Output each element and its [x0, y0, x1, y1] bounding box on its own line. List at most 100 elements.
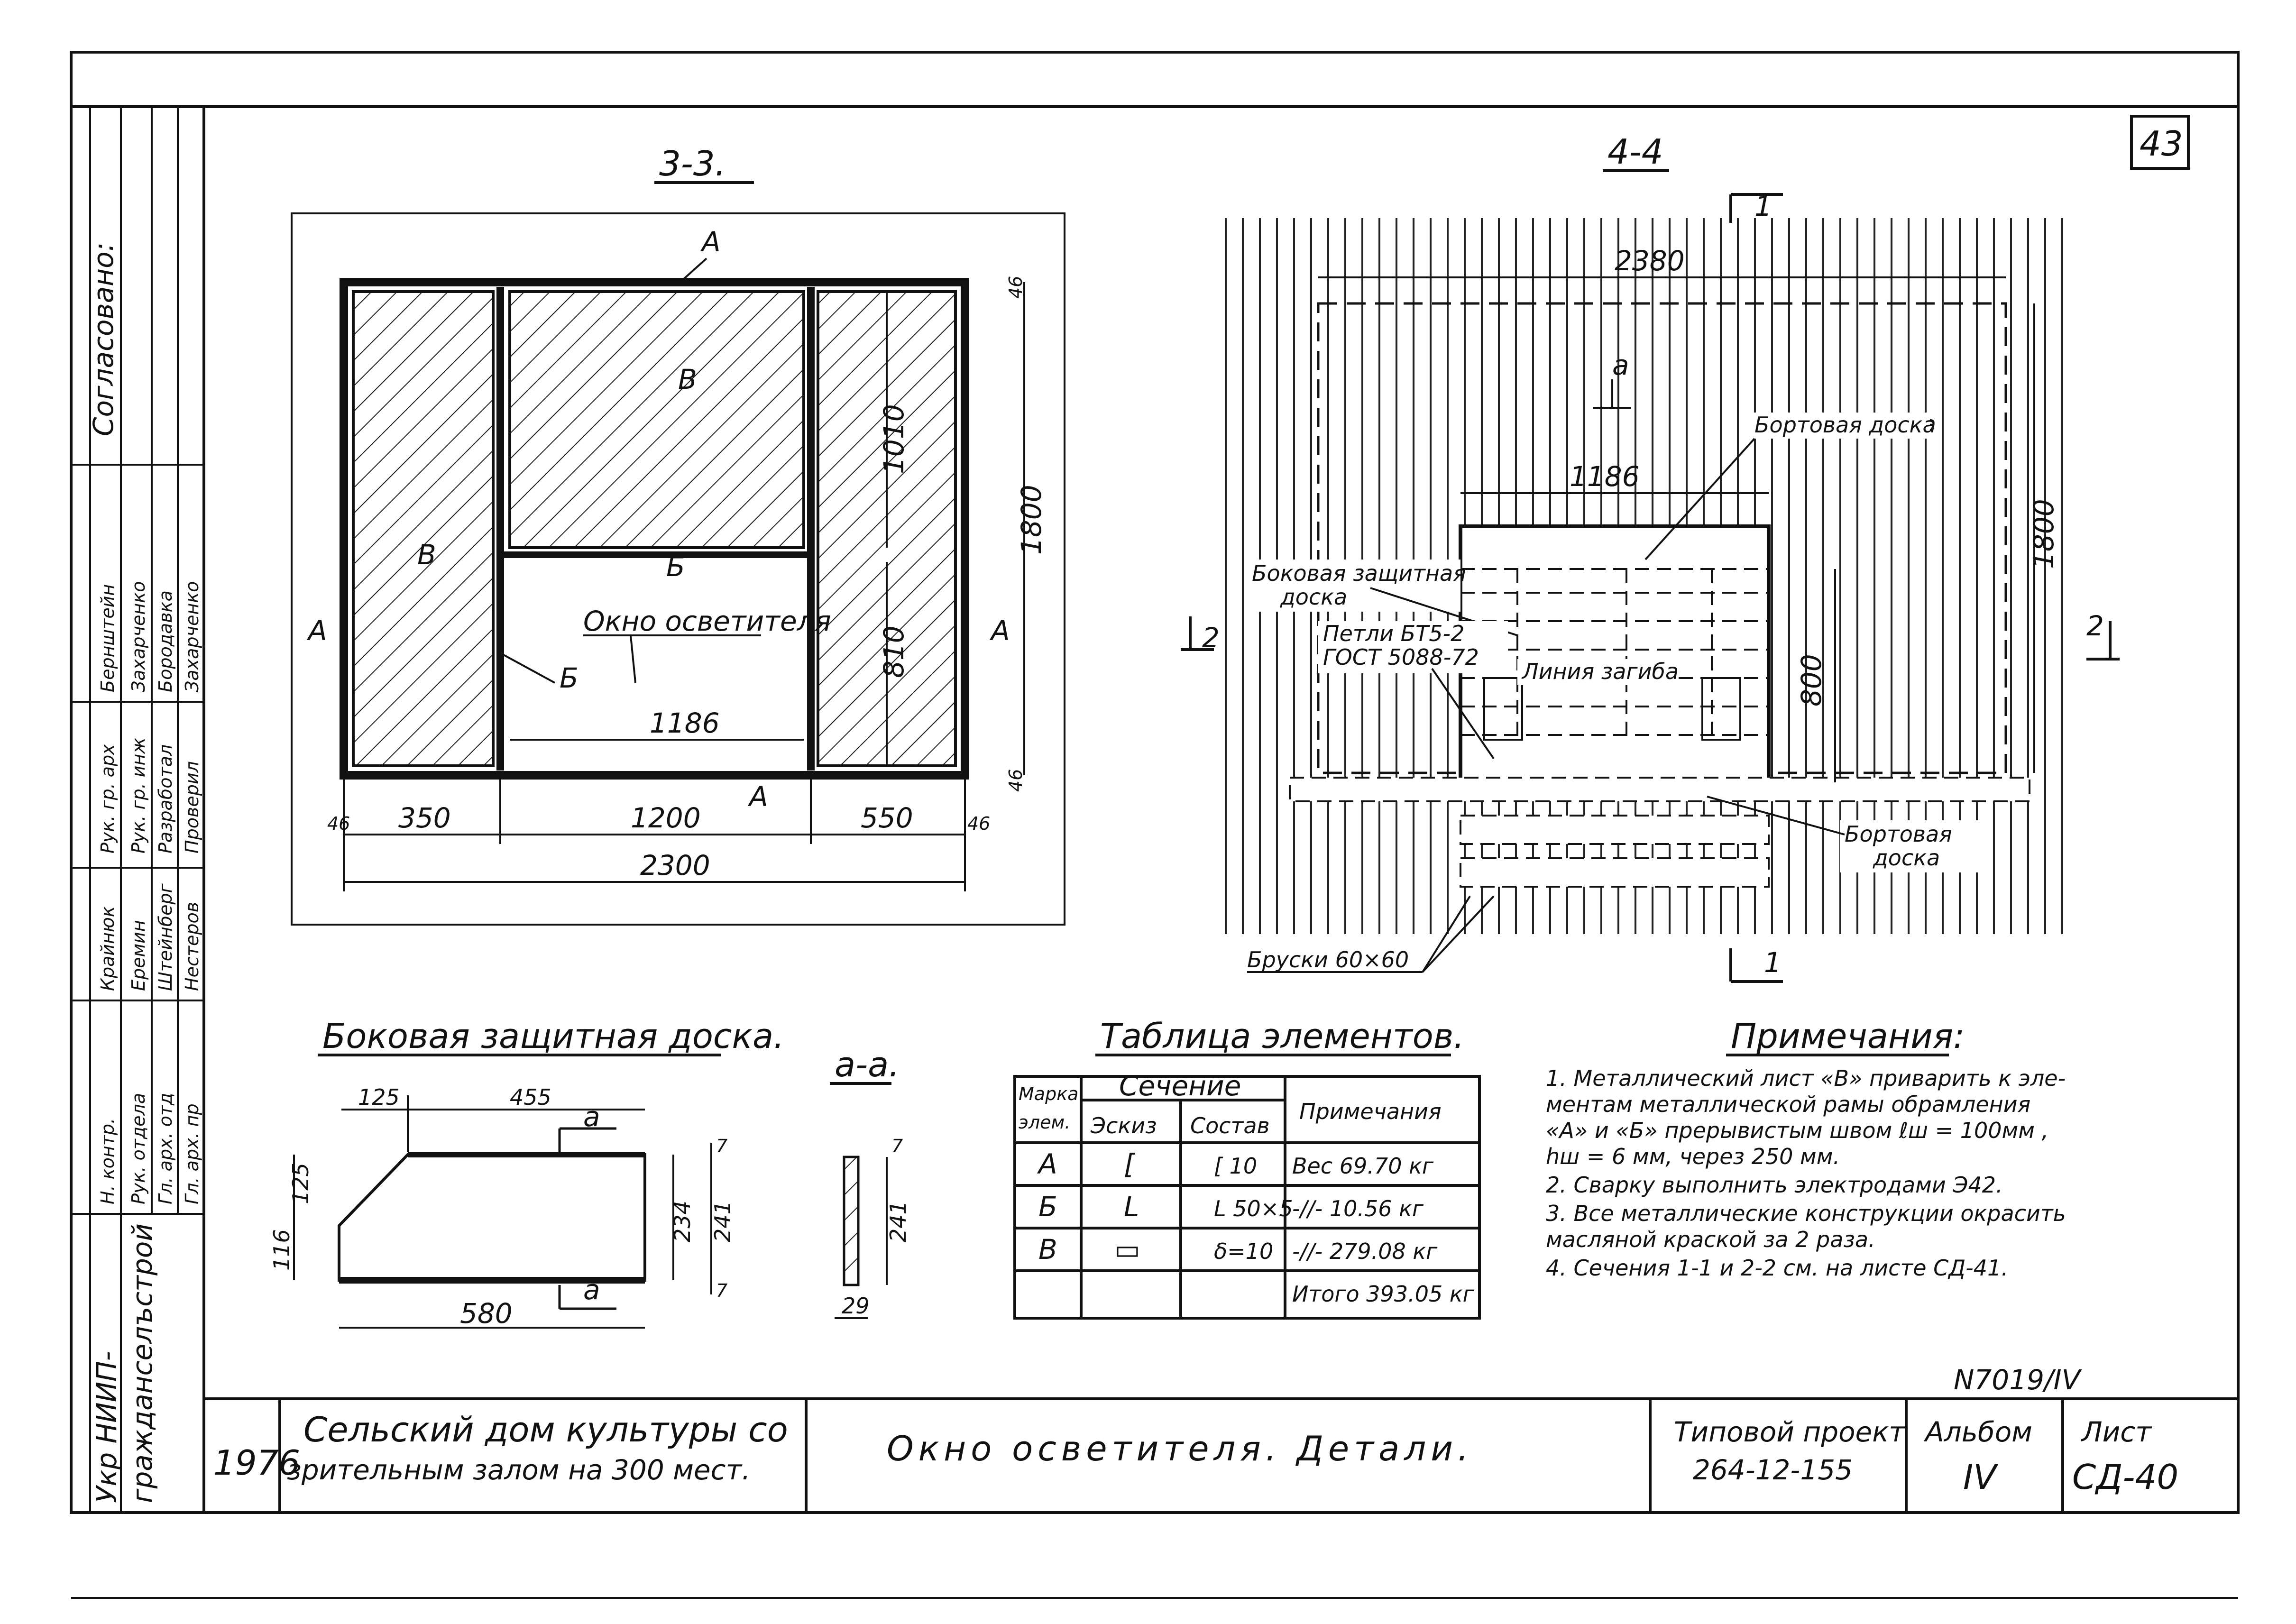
frame-mark-A-left: А [306, 615, 327, 647]
row-V-mark: В [1038, 1233, 1057, 1266]
cut-1-top: 1 [1754, 190, 1772, 222]
corner-number: 43 [2140, 124, 2183, 164]
stamp-role-3: Разработал [155, 744, 176, 853]
window-label: Окно осветителя [583, 605, 831, 637]
dim-1010: 1010 [878, 404, 910, 474]
notes: Примечания: 1. Металлический лист «В» пр… [1546, 1016, 2066, 1281]
sheet-value: СД-40 [2072, 1457, 2178, 1497]
sheet-label: Лист [2081, 1416, 2152, 1448]
dim-2300: 2300 [640, 849, 710, 881]
dim-350: 350 [398, 802, 451, 834]
sheet-frame [70, 51, 2240, 1599]
row-V-sketch: ▭ [1114, 1233, 1140, 1266]
dim-125-top: 125 [358, 1084, 400, 1110]
label-board-top-text: Бортовая доска [1754, 412, 1936, 438]
project-name-line2: зрительным залом на 300 мест. [287, 1454, 751, 1486]
note-line-1: 1. Металлический лист «В» приварить к эл… [1546, 1065, 2066, 1091]
dim-7-top: 7 [716, 1136, 727, 1156]
frame-mark-A-top: А [700, 226, 721, 258]
organization-line2: гражданселъстрой [126, 1223, 158, 1503]
sheet-mark-V-center: В [678, 363, 697, 395]
year: 1976 [213, 1443, 300, 1483]
notes-title: Примечания: [1731, 1016, 1965, 1056]
dim-1200: 1200 [631, 802, 701, 834]
label-mesh-2: ГОСТ 5088-72 [1323, 644, 1479, 670]
label-bars: Бруски 60×60 [1247, 947, 1409, 973]
frame-mark-B-mid: Б [666, 551, 685, 583]
dim-7-aa: 7 [891, 1136, 903, 1156]
stamp-role-8: Гл. арх. пр [182, 1103, 202, 1204]
stamp-name-6: Еремин [128, 920, 149, 991]
agreed-label: Согласовано: [87, 242, 119, 436]
typical-project-number: 264-12-155 [1693, 1454, 1853, 1486]
side-board-detail: Боковая защитная доска. 125 455 125 116 … [269, 1016, 784, 1330]
note-line-4: hш = 6 мм, через 250 мм. [1546, 1144, 1840, 1169]
header-mark-2: элем. [1019, 1112, 1070, 1133]
label-bend: Линия загиба [1521, 659, 1679, 684]
label-mesh-1: Петли БТ5-2 [1323, 621, 1464, 646]
row-B-composition: L 50×5 [1214, 1196, 1293, 1221]
label-side-board-2: доска [1280, 584, 1347, 610]
row-B-mark: Б [1038, 1191, 1057, 1223]
stamp-role-1: Рук. гр. арх [97, 744, 118, 853]
section-a-a: а-а. 241 7 29 [830, 1045, 911, 1319]
table-total: Итого 393.05 кг [1292, 1281, 1475, 1307]
dim-29: 29 [842, 1293, 870, 1319]
note-line-7: масляной краской за 2 раза. [1546, 1227, 1875, 1252]
organization-line1: Укр НИИП- [91, 1351, 123, 1503]
stamp-role-5: Н. контр. [97, 1118, 118, 1204]
cut-1-bottom: 1 [1764, 946, 1782, 979]
project-name-line1: Сельский дом культуры со [303, 1410, 788, 1450]
cut-2-right: 2 [2086, 610, 2104, 642]
dim-550: 550 [861, 802, 913, 834]
section-4-4: 4-4 [1181, 132, 2120, 983]
frame-mark-A-bottom: А [747, 780, 768, 813]
header-section: Сечение [1119, 1070, 1241, 1102]
dim-46-left: 46 [327, 813, 350, 834]
dim-241-aa: 241 [885, 1201, 911, 1242]
elements-table-title: Таблица элементов. [1100, 1016, 1464, 1056]
corner-number-box: 43 [2130, 115, 2190, 170]
side-board-title: Боковая защитная доска. [322, 1016, 784, 1056]
album-value: IV [1963, 1457, 1999, 1497]
dim-800: 800 [1795, 654, 1828, 706]
section-3-3-title: 3-3. [659, 144, 726, 184]
dim-241-board: 241 [710, 1201, 735, 1242]
dim-1186-44: 1186 [1570, 460, 1640, 493]
inventory-number: N7019/IV [1954, 1364, 2083, 1396]
dim-125-side: 125 [288, 1163, 313, 1204]
header-notes: Примечания [1299, 1099, 1442, 1124]
stamp-name-7: Штейнберг [155, 883, 176, 991]
label-a-44: а [1612, 349, 1629, 381]
label-board-bottom-1: Бортовая [1845, 821, 1952, 847]
typical-project-label: Типовой проект [1674, 1416, 1906, 1448]
row-V-composition: δ=10 [1214, 1239, 1273, 1264]
row-A-sketch: [ [1124, 1148, 1136, 1180]
note-line-6: 3. Все металлические конструкции окрасит… [1546, 1201, 2066, 1226]
inner-boards [1460, 568, 1769, 736]
stamp-role-2: Рук. гр. инж [128, 737, 149, 853]
dim-810: 810 [878, 625, 910, 678]
section-4-4-title: 4-4 [1607, 132, 1663, 172]
stamp-rows: Рук. гр. арх Бернштейн Рук. гр. инж Заха… [97, 581, 202, 1204]
dim-46-top: 46 [1005, 276, 1026, 299]
row-B-sketch: L [1124, 1191, 1139, 1223]
header-composition: Состав [1190, 1113, 1270, 1138]
album-label: Альбом [1923, 1416, 2032, 1448]
row-V-note: -//- 279.08 кг [1292, 1239, 1438, 1264]
stamp-name-5: Крайнюк [97, 906, 118, 991]
sheet-mark-V-left: В [417, 539, 436, 571]
stamp-name-4: Захарченко [182, 581, 202, 692]
dim-116: 116 [269, 1229, 294, 1271]
dim-46-right: 46 [967, 813, 990, 834]
dim-580: 580 [460, 1297, 513, 1330]
row-B-note: -//- 10.56 кг [1292, 1196, 1424, 1221]
stamp-name-8: Нестеров [182, 902, 202, 991]
section-3-3: 3-3. А А А А В В Б Б Окно осветителя 118… [291, 144, 1065, 926]
stamp-name-3: Бородавка [155, 590, 176, 692]
row-A-note: Вес 69.70 кг [1292, 1153, 1434, 1179]
cut-a-top: а [583, 1101, 600, 1133]
header-mark-1: Марка [1019, 1083, 1078, 1104]
row-A-composition: [ 10 [1214, 1153, 1257, 1179]
